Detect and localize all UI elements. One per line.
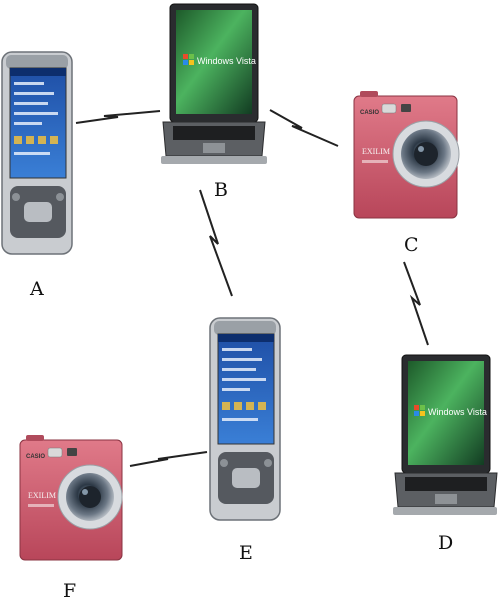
device-c-camera: CASIO EXILIM — [353, 91, 460, 219]
device-f-camera: CASIO EXILIM — [19, 435, 123, 561]
node-label-d: D — [438, 532, 454, 554]
device-d-laptop: Windows Vista — [393, 354, 498, 515]
model-text-c: EXILIM — [362, 147, 390, 156]
link-e-f — [129, 451, 208, 467]
link-b-c — [269, 109, 339, 147]
windows-flag-icon — [414, 405, 425, 416]
node-label-a: A — [30, 278, 44, 300]
node-label-f: F — [63, 580, 77, 602]
model-text-f: EXILIM — [28, 491, 56, 500]
device-b-laptop: Windows Vista — [161, 3, 267, 164]
device-e-pda — [209, 317, 281, 521]
wireless-links — [75, 109, 429, 467]
node-label-b: B — [214, 179, 228, 201]
screen-text-d: Windows Vista — [428, 407, 487, 417]
node-label-c: C — [404, 234, 419, 256]
windows-flag-icon — [183, 54, 194, 65]
link-a-b — [75, 110, 161, 124]
brand-text-c: CASIO — [360, 110, 379, 116]
screen-text-b: Windows Vista — [197, 56, 256, 66]
brand-text-f: CASIO — [26, 454, 45, 460]
link-c-d — [403, 261, 429, 346]
node-label-e: E — [239, 542, 253, 564]
device-a-pda — [1, 51, 73, 255]
link-b-e — [199, 189, 233, 297]
